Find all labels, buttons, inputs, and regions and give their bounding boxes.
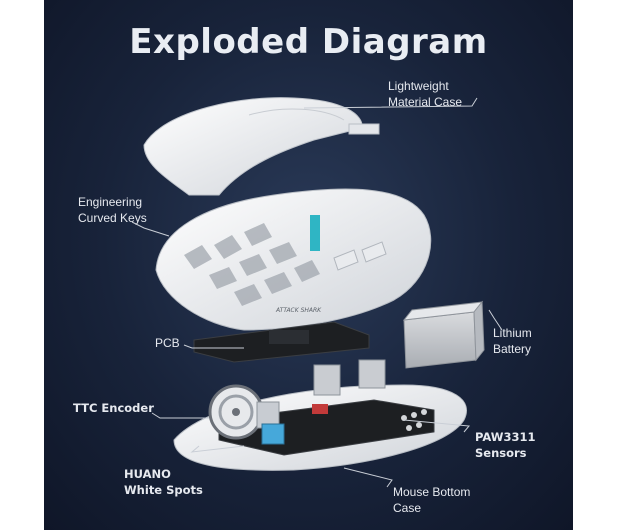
label-pcb: PCB	[155, 336, 180, 350]
lithium-battery	[402, 300, 485, 369]
label-paw3311-sensors: PAW3311 Sensors	[475, 430, 536, 460]
label-huano-white-spots: HUANO White Spots	[124, 467, 203, 497]
page-title: Exploded Diagram	[129, 22, 488, 62]
top-case-shell	[143, 97, 380, 196]
diagram-panel: Exploded Diagram	[44, 0, 573, 530]
pcb-board	[193, 321, 370, 363]
label-curved-keys: Engineering Curved Keys	[78, 195, 147, 225]
main-body-shell: ATTACK SHARK	[155, 188, 432, 331]
label-lithium-battery: Lithium Battery	[493, 326, 532, 356]
mouse-exploded-illustration: ATTACK SHARK	[131, 97, 503, 488]
label-lightweight-case: Lightweight Material Case	[388, 79, 463, 109]
label-mouse-bottom-case: Mouse Bottom Case	[393, 485, 471, 515]
bottom-case	[173, 359, 467, 471]
leader-lines	[131, 97, 503, 488]
label-ttc-encoder: TTC Encoder	[73, 401, 154, 415]
brand-logo: ATTACK SHARK	[275, 307, 322, 314]
